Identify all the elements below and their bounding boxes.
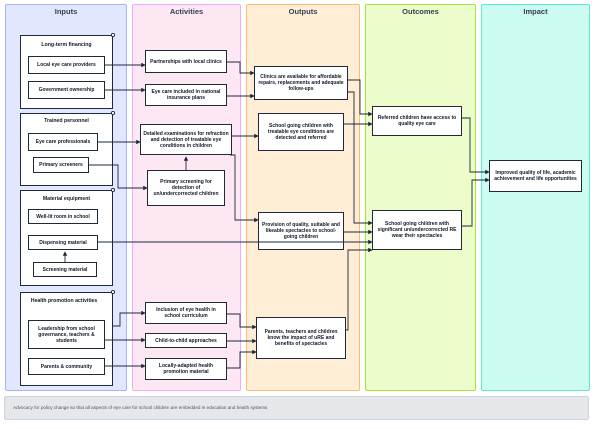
advocacy-footer: Advocacy for policy change so that all a…	[4, 396, 589, 420]
group-title-health-promotion: Health promotion activities	[30, 298, 98, 304]
activity-primary-screening: Primary screening for detection of un/un…	[147, 170, 225, 206]
column-title-outcomes: Outcomes	[402, 7, 439, 16]
activity-detailed-examinations: Detailed examinations for refraction and…	[140, 124, 232, 155]
input-well-lit-room: Well-lit room in school	[28, 209, 98, 224]
input-primary-screeners: Primary screeners	[33, 157, 89, 173]
outcome-wear-spectacles: School going children with significant u…	[372, 210, 462, 250]
input-local-eye-care-providers: Local eye care providers	[28, 56, 105, 74]
input-parents-community: Parents & community	[28, 358, 105, 375]
group-title-long-term-financing: Long-term financing	[41, 42, 92, 48]
group-title-trained-personnel: Trained personnel	[44, 118, 89, 124]
outcome-referred-access: Referred children have access to quality…	[372, 106, 462, 136]
column-outcomes	[365, 4, 476, 391]
input-dispensing-material: Dispensing material	[28, 235, 98, 250]
group-title-material-equipment: Material equipment	[42, 196, 91, 202]
activity-partnerships: Partnerships with local clinics	[145, 50, 227, 73]
activity-child-to-child: Child-to-child approaches	[145, 333, 227, 348]
output-provision-spectacles: Provision of quality, suitable and likea…	[258, 212, 344, 250]
column-title-impact: Impact	[523, 7, 548, 16]
output-know-impact: Parents, teachers and children know the …	[256, 317, 346, 359]
input-screening-material: Screening material	[33, 262, 97, 277]
output-clinics-available: Clinics are available for affordable rep…	[254, 66, 348, 100]
column-title-outputs: Outputs	[288, 7, 318, 16]
column-title-inputs: Inputs	[54, 7, 78, 16]
column-impact	[481, 4, 590, 391]
activity-eye-care-insurance: Eye care included in national insurance …	[145, 84, 227, 106]
activity-health-promotion-material: Locally-adapted health promotion materia…	[145, 358, 227, 380]
input-government-ownership: Government ownership	[28, 81, 105, 99]
output-children-detected: School going children with treatable eye…	[258, 113, 344, 151]
input-leadership-school: Leadership from school governance, teach…	[28, 320, 105, 349]
activity-eye-health-curriculum: Inclusion of eye health in school curric…	[145, 302, 227, 324]
column-title-activities: Activities	[169, 7, 204, 16]
input-eye-care-professionals: Eye care professionals	[28, 133, 98, 151]
impact-quality-of-life: Improved quality of life, academic achie…	[489, 160, 582, 192]
